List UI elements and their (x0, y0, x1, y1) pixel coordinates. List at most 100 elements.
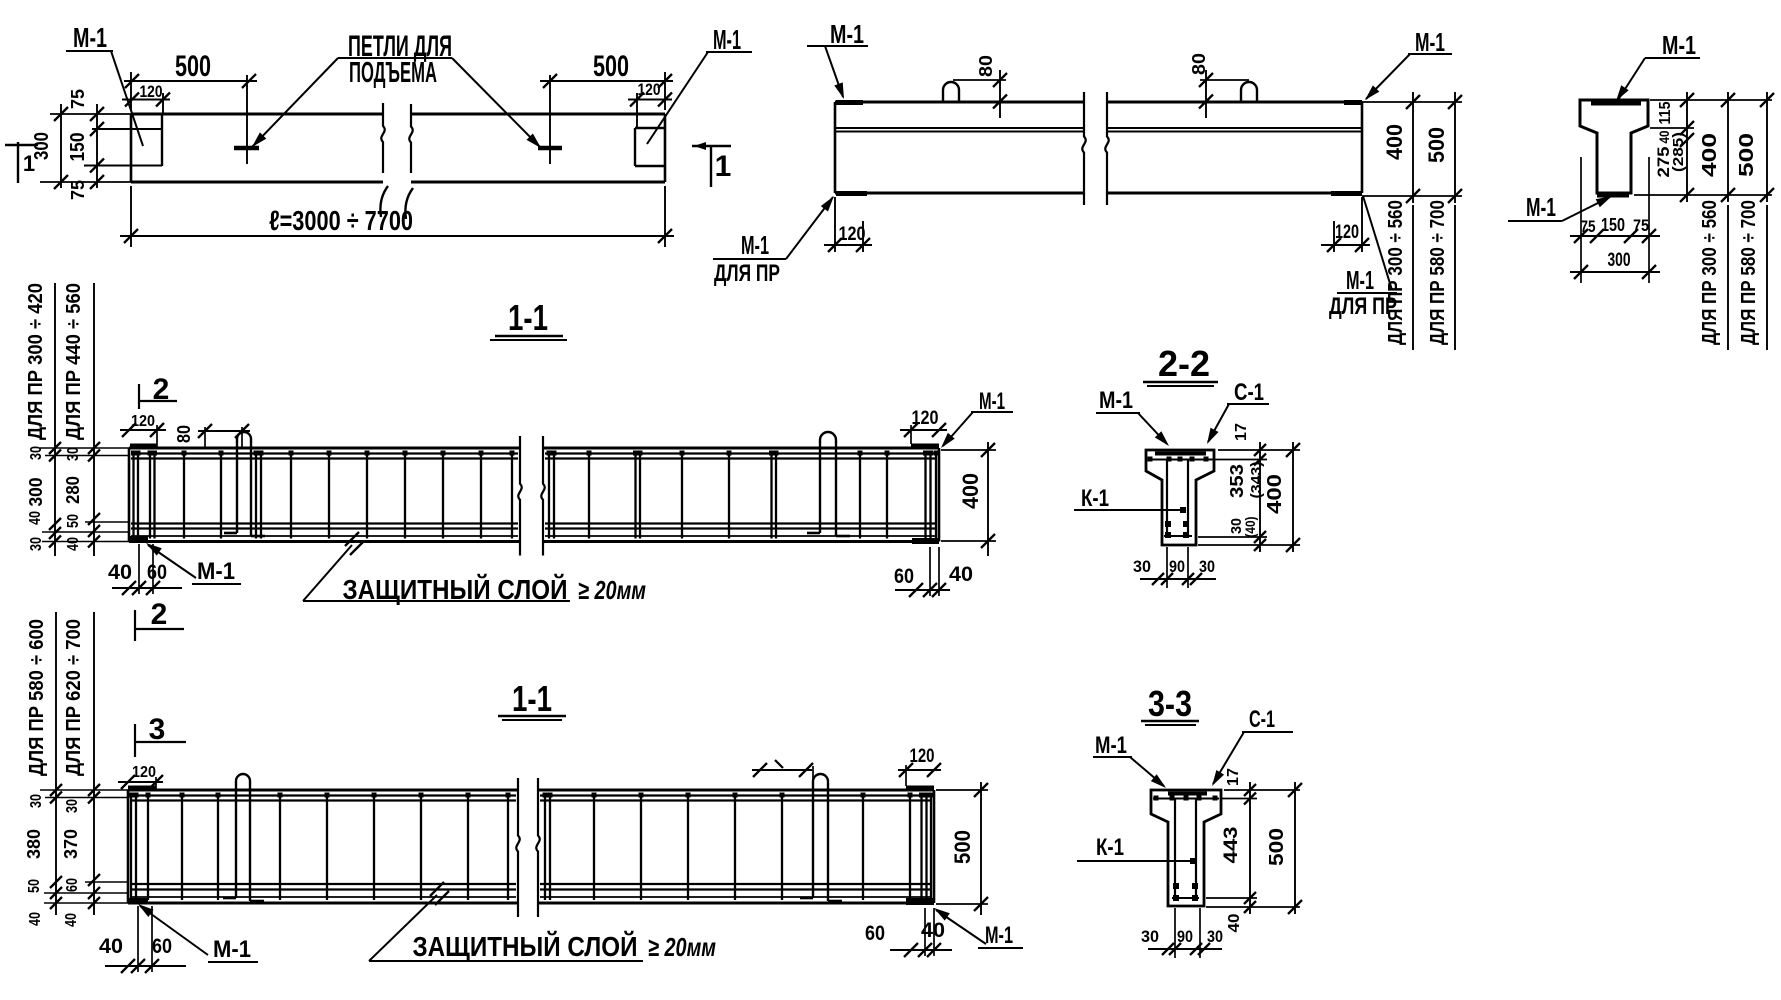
svg-text:40: 40 (108, 561, 132, 584)
svg-text:К-1: К-1 (1096, 834, 1124, 861)
svg-text:120: 120 (140, 82, 163, 101)
svg-text:75: 75 (68, 89, 88, 109)
svg-text:М-1: М-1 (1662, 30, 1696, 60)
svg-text:С-1: С-1 (1249, 706, 1275, 733)
svg-text:30: 30 (1141, 927, 1159, 946)
svg-text:300: 300 (1608, 250, 1631, 271)
svg-text:120: 120 (132, 764, 156, 781)
svg-text:60: 60 (865, 922, 885, 945)
svg-text:М-1: М-1 (1095, 732, 1127, 759)
svg-text:280: 280 (63, 476, 83, 504)
svg-text:1: 1 (715, 150, 732, 183)
svg-text:80: 80 (174, 425, 194, 443)
svg-text:150: 150 (1601, 215, 1625, 235)
svg-text:120: 120 (1335, 222, 1359, 243)
svg-text:75: 75 (1633, 216, 1649, 235)
svg-text:60: 60 (64, 878, 81, 892)
svg-text:300: 300 (26, 478, 46, 507)
svg-text:ДЛЯ ПР 580 ÷ 600: ДЛЯ ПР 580 ÷ 600 (26, 619, 48, 776)
svg-text:ДЛЯ ПР 620 ÷ 700: ДЛЯ ПР 620 ÷ 700 (63, 619, 85, 776)
svg-text:ДЛЯ ПР 440 ÷ 560: ДЛЯ ПР 440 ÷ 560 (63, 283, 85, 440)
svg-text:40: 40 (921, 919, 945, 942)
svg-text:30: 30 (1207, 927, 1223, 946)
svg-text:50: 50 (65, 514, 82, 528)
svg-text:30: 30 (64, 799, 81, 813)
svg-text:500: 500 (950, 830, 975, 864)
svg-text:ЗАЩИТНЫЙ СЛОЙ: ЗАЩИТНЫЙ СЛОЙ (343, 573, 568, 605)
svg-text:40: 40 (99, 935, 123, 958)
svg-text:500: 500 (593, 50, 629, 83)
svg-text:ДЛЯ ПР: ДЛЯ ПР (1329, 293, 1397, 320)
svg-text:500: 500 (1424, 127, 1449, 163)
svg-text:ДЛЯ ПР 300 ÷ 560: ДЛЯ ПР 300 ÷ 560 (1699, 200, 1721, 345)
svg-text:17: 17 (1233, 423, 1250, 441)
svg-text:(40): (40) (1242, 517, 1258, 538)
svg-text:М-1: М-1 (830, 19, 864, 49)
svg-text:М-1: М-1 (985, 922, 1013, 949)
svg-text:ДЛЯ ПР 300 ÷ 560: ДЛЯ ПР 300 ÷ 560 (1385, 200, 1407, 345)
svg-text:ДЛЯ ПР 300 ÷ 420: ДЛЯ ПР 300 ÷ 420 (25, 283, 47, 440)
svg-text:М-1: М-1 (979, 388, 1005, 415)
svg-text:М-1: М-1 (73, 22, 107, 53)
svg-text:120: 120 (839, 224, 866, 245)
svg-text:90: 90 (1177, 927, 1193, 946)
svg-text:500: 500 (1266, 828, 1288, 866)
svg-text:443: 443 (1221, 827, 1242, 864)
svg-text:М-1: М-1 (713, 24, 741, 55)
svg-text:115: 115 (1657, 101, 1674, 124)
svg-text:400: 400 (958, 473, 983, 509)
svg-text:370: 370 (61, 829, 81, 859)
svg-text:(343): (343) (1248, 462, 1265, 499)
svg-text:400: 400 (1382, 124, 1407, 160)
svg-text:353: 353 (1227, 464, 1247, 498)
svg-text:40: 40 (27, 511, 44, 525)
svg-text:75: 75 (68, 180, 88, 200)
svg-text:(285): (285) (1670, 132, 1687, 172)
svg-text:40: 40 (65, 537, 82, 551)
svg-text:≥ 20мм: ≥ 20мм (648, 932, 716, 962)
svg-text:300: 300 (31, 132, 53, 160)
svg-text:≥ 20мм: ≥ 20мм (578, 575, 646, 605)
svg-text:400: 400 (1699, 133, 1721, 177)
svg-text:1: 1 (23, 151, 35, 176)
svg-text:120: 120 (638, 80, 661, 99)
svg-text:30: 30 (1133, 557, 1151, 576)
svg-text:М-1: М-1 (197, 558, 235, 585)
svg-text:М-1: М-1 (1099, 387, 1133, 414)
svg-text:40: 40 (63, 913, 80, 927)
svg-text:М-1: М-1 (741, 230, 769, 260)
svg-text:90: 90 (1169, 557, 1185, 576)
svg-text:М-1: М-1 (1415, 27, 1445, 57)
svg-text:ℓ=3000 ÷ 7700: ℓ=3000 ÷ 7700 (269, 205, 413, 236)
svg-text:М-1: М-1 (1526, 192, 1556, 222)
svg-text:С-1: С-1 (1234, 379, 1264, 406)
svg-text:30: 30 (28, 537, 45, 551)
svg-text:30: 30 (28, 794, 45, 808)
svg-text:К-1: К-1 (1081, 485, 1109, 512)
svg-text:М-1: М-1 (1346, 265, 1374, 295)
svg-text:500: 500 (1736, 133, 1758, 177)
svg-text:30: 30 (1228, 518, 1245, 534)
svg-text:30: 30 (1199, 557, 1215, 576)
svg-text:ДЛЯ ПР 580 ÷ 700: ДЛЯ ПР 580 ÷ 700 (1427, 200, 1449, 345)
svg-text:120: 120 (910, 746, 935, 767)
svg-text:ДЛЯ ПР 580 ÷ 700: ДЛЯ ПР 580 ÷ 700 (1738, 200, 1760, 345)
svg-text:400: 400 (1264, 474, 1286, 514)
svg-text:30: 30 (65, 447, 82, 461)
svg-text:17: 17 (1225, 768, 1242, 786)
svg-text:2-2: 2-2 (1158, 343, 1210, 384)
svg-text:60: 60 (894, 565, 914, 588)
svg-text:40: 40 (1656, 130, 1672, 143)
svg-text:М-1: М-1 (213, 936, 251, 963)
svg-text:3: 3 (149, 713, 166, 746)
svg-text:1-1: 1-1 (512, 678, 552, 719)
svg-text:60: 60 (152, 935, 172, 958)
svg-text:2: 2 (151, 598, 168, 631)
svg-text:3-3: 3-3 (1148, 683, 1192, 724)
svg-text:ЗАЩИТНЫЙ СЛОЙ: ЗАЩИТНЫЙ СЛОЙ (413, 930, 638, 962)
svg-text:50: 50 (26, 879, 43, 893)
svg-text:ДЛЯ ПР: ДЛЯ ПР (714, 260, 780, 287)
svg-text:40: 40 (1226, 913, 1243, 932)
svg-text:40: 40 (27, 912, 44, 926)
svg-text:30: 30 (28, 446, 45, 460)
